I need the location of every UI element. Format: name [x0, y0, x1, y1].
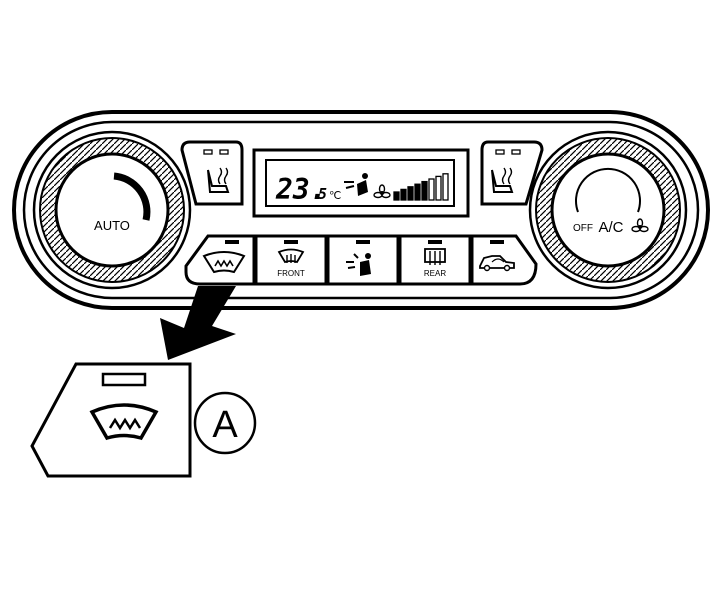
left-temperature-knob[interactable]: AUTO	[32, 130, 192, 290]
left-seat-heater-button[interactable]	[180, 140, 244, 206]
fan-speed-bar	[428, 178, 435, 201]
fan-speed-bars	[393, 173, 449, 201]
temperature-integer: 23.	[275, 173, 327, 206]
max-defrost-button[interactable]	[184, 234, 256, 286]
temperature-decimal: 5	[318, 185, 327, 203]
front-defrost-button[interactable]: FRONT	[254, 234, 328, 286]
fan-speed-bar	[435, 175, 442, 201]
fan-icon	[631, 218, 649, 233]
rear-defrost-button[interactable]: REAR	[398, 234, 472, 286]
windshield-defrost-icon	[202, 251, 246, 274]
temperature-unit: ℃	[329, 190, 341, 202]
callout-letter: A	[212, 404, 238, 446]
rear-defrost-icon	[424, 248, 446, 265]
seat-heater-icon	[207, 167, 230, 193]
auto-label: AUTO	[94, 218, 130, 233]
windshield-defrost-icon	[89, 403, 159, 441]
fan-speed-bar	[442, 173, 449, 201]
air-mode-button[interactable]	[326, 234, 400, 286]
fan-speed-icon	[373, 184, 391, 199]
rear-label: REAR	[424, 269, 446, 278]
recirculation-icon	[479, 255, 515, 272]
fan-speed-bar	[393, 191, 400, 201]
recirculation-button[interactable]	[470, 234, 538, 286]
right-fan-knob[interactable]: OFF A/C	[528, 130, 688, 290]
pointer-arrow	[160, 286, 236, 360]
button-row: FRONT REAR	[184, 234, 538, 286]
front-defrost-icon	[277, 248, 305, 264]
fan-speed-bar	[400, 188, 407, 201]
right-seat-heater-button[interactable]	[480, 140, 544, 206]
seat-heater-icon	[491, 167, 514, 193]
air-mode-icon	[346, 253, 371, 276]
fan-speed-bar	[407, 186, 414, 201]
off-label: OFF	[573, 223, 593, 234]
airflow-mode-icon	[344, 173, 368, 196]
fan-speed-bar	[421, 180, 428, 201]
callout-button-enlarged	[30, 362, 192, 478]
lcd-display: 23. 5 ℃	[252, 148, 470, 218]
callout-label-a: A	[193, 391, 257, 455]
ac-label: A/C	[598, 219, 623, 236]
front-label: FRONT	[277, 269, 305, 278]
fan-speed-bar	[414, 183, 421, 201]
